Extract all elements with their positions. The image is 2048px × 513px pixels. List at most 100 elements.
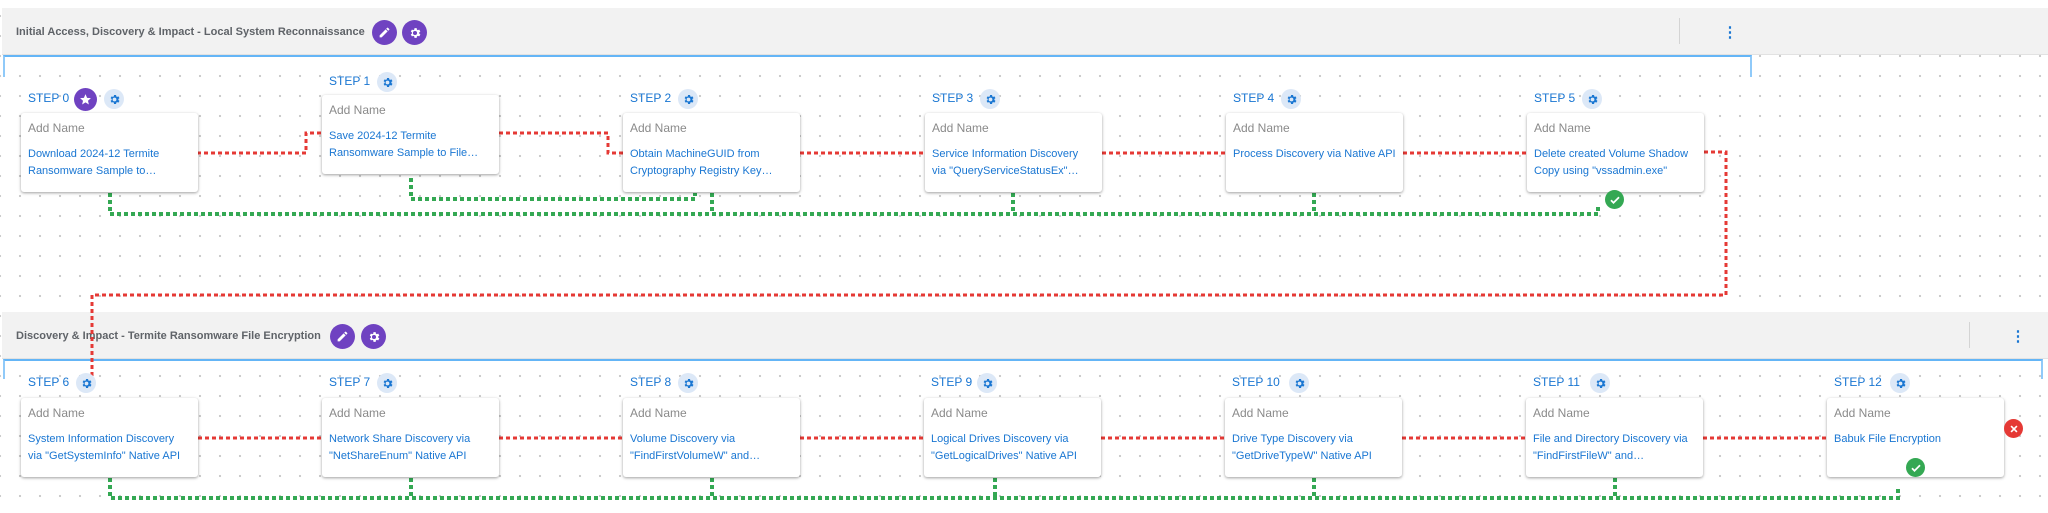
step-settings-button[interactable] bbox=[1289, 373, 1309, 393]
step-name-field[interactable]: Add Name bbox=[931, 406, 988, 420]
step-name-field[interactable]: Add Name bbox=[1534, 121, 1591, 135]
close-circle-icon bbox=[2009, 424, 2018, 433]
step-label: STEP 0 bbox=[28, 91, 70, 105]
step-settings-button[interactable] bbox=[678, 89, 698, 109]
step-label: STEP 8 bbox=[630, 375, 672, 389]
gear-settings-icon bbox=[369, 331, 379, 342]
gear-settings-icon bbox=[410, 27, 420, 38]
step-label: STEP 5 bbox=[1534, 91, 1576, 105]
edit-lane-button[interactable] bbox=[372, 20, 397, 45]
step-action-link[interactable]: System Information Discovery via "GetSys… bbox=[28, 433, 181, 462]
step-name-field[interactable]: Add Name bbox=[630, 121, 687, 135]
step-settings-button[interactable] bbox=[1590, 373, 1610, 393]
step-action-link[interactable]: Volume Discovery via "FindFirstVolumeW" … bbox=[630, 433, 761, 462]
step-action-link[interactable]: Network Share Discovery via "NetShareEnu… bbox=[329, 433, 471, 462]
step-action-link[interactable]: Process Discovery via Native API bbox=[1233, 148, 1396, 160]
step-action-link[interactable]: Service Information Discovery via "Query… bbox=[932, 148, 1079, 177]
step-settings-button[interactable] bbox=[377, 373, 397, 393]
step-name-field[interactable]: Add Name bbox=[329, 103, 386, 117]
start-step-badge[interactable] bbox=[74, 88, 97, 111]
header-divider bbox=[1679, 18, 1680, 44]
step-name-field[interactable]: Add Name bbox=[329, 406, 386, 420]
gear-icon bbox=[684, 378, 693, 388]
step-settings-button[interactable] bbox=[104, 89, 124, 109]
success-connector-0 bbox=[108, 193, 1600, 216]
lane-settings-button[interactable] bbox=[402, 20, 427, 45]
step-action-link[interactable]: Delete created Volume Shadow Copy using … bbox=[1534, 148, 1689, 177]
lane-menu-button[interactable]: ⋮ bbox=[2008, 326, 2028, 346]
gear-icon bbox=[986, 94, 995, 104]
step-name-field[interactable]: Add Name bbox=[1233, 121, 1290, 135]
failure-connector-1-2 bbox=[499, 131, 624, 155]
gear-icon bbox=[82, 378, 91, 388]
lane-frame-2 bbox=[3, 359, 2043, 379]
gear-icon bbox=[1896, 378, 1905, 388]
step-settings-button[interactable] bbox=[678, 373, 698, 393]
step-name-field[interactable]: Add Name bbox=[932, 121, 989, 135]
step-action-link[interactable]: Download 2024-12 Termite Ransomware Samp… bbox=[28, 148, 160, 177]
step-name-field[interactable]: Add Name bbox=[1834, 406, 1891, 420]
gear-icon bbox=[1588, 94, 1597, 104]
lane-header-1: Initial Access, Discovery & Impact - Loc… bbox=[2, 8, 2048, 55]
lane-title: Discovery & Impact - Termite Ransomware … bbox=[16, 330, 321, 342]
step-name-field[interactable]: Add Name bbox=[1232, 406, 1289, 420]
failure-status-badge[interactable] bbox=[2004, 419, 2023, 438]
gear-icon bbox=[1295, 378, 1304, 388]
gear-icon bbox=[684, 94, 693, 104]
lane-settings-button[interactable] bbox=[361, 324, 386, 349]
gear-icon bbox=[383, 77, 392, 87]
step-label: STEP 2 bbox=[630, 91, 672, 105]
step-action-link[interactable]: File and Directory Discovery via "FindFi… bbox=[1533, 433, 1688, 462]
check-circle-icon bbox=[1910, 464, 1921, 472]
check-circle-icon bbox=[1609, 196, 1620, 204]
step-label: STEP 3 bbox=[932, 91, 974, 105]
edit-lane-button[interactable] bbox=[330, 324, 355, 349]
step-label: STEP 6 bbox=[28, 375, 70, 389]
step-settings-button[interactable] bbox=[1890, 373, 1910, 393]
success-status-badge bbox=[1605, 190, 1624, 209]
step-action-link[interactable]: Save 2024-12 Termite Ransomware Sample t… bbox=[329, 130, 479, 159]
lane-header-2: Discovery & Impact - Termite Ransomware … bbox=[2, 312, 2048, 359]
step-action-link[interactable]: Obtain MachineGUID from Cryptography Reg… bbox=[630, 148, 773, 177]
step-name-field[interactable]: Add Name bbox=[28, 121, 85, 135]
step-action-link[interactable]: Babuk File Encryption bbox=[1834, 433, 1941, 445]
step-name-field[interactable]: Add Name bbox=[28, 406, 85, 420]
step-settings-button[interactable] bbox=[980, 89, 1000, 109]
step-settings-button[interactable] bbox=[977, 373, 997, 393]
gear-icon bbox=[110, 94, 119, 104]
header-divider bbox=[1969, 322, 1970, 348]
step-label: STEP 9 bbox=[931, 375, 973, 389]
step-name-field[interactable]: Add Name bbox=[630, 406, 687, 420]
pencil-icon bbox=[337, 331, 348, 342]
step-settings-button[interactable] bbox=[377, 72, 397, 92]
step-settings-button[interactable] bbox=[1281, 89, 1301, 109]
gear-icon bbox=[983, 378, 992, 388]
step-settings-button[interactable] bbox=[1582, 89, 1602, 109]
more-vertical-icon: ⋮ bbox=[2010, 328, 2026, 345]
success-connector-6-12 bbox=[108, 478, 1900, 500]
step-label: STEP 11 bbox=[1533, 375, 1580, 389]
lane-menu-button[interactable]: ⋮ bbox=[1720, 22, 1740, 42]
step-label: STEP 10 bbox=[1232, 375, 1280, 389]
more-vertical-icon: ⋮ bbox=[1722, 24, 1738, 41]
gear-icon bbox=[383, 378, 392, 388]
failure-connector-0-1 bbox=[197, 131, 323, 155]
step-name-field[interactable]: Add Name bbox=[1533, 406, 1590, 420]
star-icon bbox=[80, 94, 91, 105]
step-action-link[interactable]: Drive Type Discovery via "GetDriveTypeW"… bbox=[1232, 433, 1372, 462]
step-action-link[interactable]: Logical Drives Discovery via "GetLogical… bbox=[931, 433, 1077, 462]
step-settings-button[interactable] bbox=[76, 373, 96, 393]
